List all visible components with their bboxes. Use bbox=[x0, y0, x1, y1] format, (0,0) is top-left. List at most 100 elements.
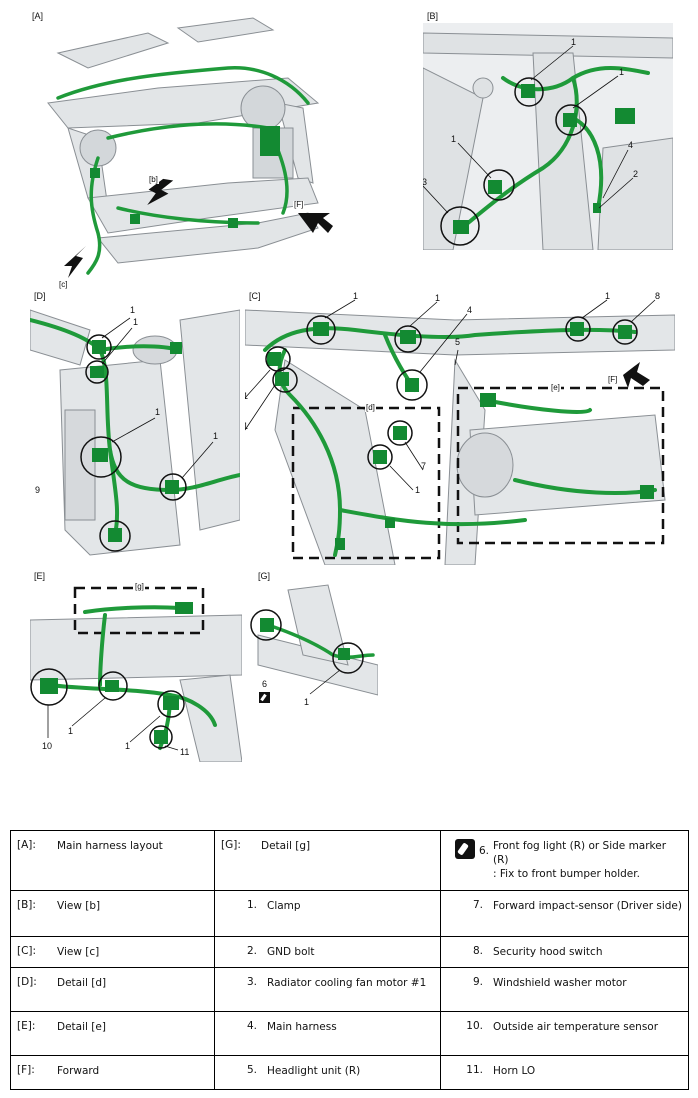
legend-text: Forward bbox=[57, 1064, 100, 1077]
legend-table: [A]: Main harness layout [G]: Detail [g] 6… bbox=[10, 829, 689, 1091]
legend-cell: 1. Clamp bbox=[214, 890, 441, 938]
panel-b-callout-3: 3 bbox=[423, 177, 428, 187]
legend-code: 2. bbox=[246, 945, 257, 958]
panel-c-view-c: [C] [d] [e] [F] 1 1 4 5 1 8 1 1 7 1 bbox=[245, 290, 675, 565]
legend-cell: 8. Security hood switch bbox=[440, 936, 689, 968]
legend-text: Forward impact-sensor (Driver side) bbox=[493, 900, 682, 913]
legend-note: : Fix to front bumper holder. bbox=[493, 868, 640, 880]
panel-b-callout-1b: 1 bbox=[619, 67, 625, 77]
legend-text: Windshield washer motor bbox=[493, 976, 627, 989]
legend-text: Detail [e] bbox=[57, 1020, 106, 1033]
legend-cell: [C]: View [c] bbox=[10, 936, 215, 968]
panel-b-drawing bbox=[423, 23, 673, 250]
panel-b-view-b: [B] 1 1 1 3 4 2 bbox=[423, 8, 673, 250]
panel-c-callout-1d: 1 bbox=[245, 391, 249, 401]
legend-cell: 10. Outside air temperature sensor bbox=[440, 1010, 689, 1056]
fog-light-fix-icon bbox=[259, 692, 270, 703]
panel-d-callout-9: 9 bbox=[35, 485, 41, 495]
panel-e-callout-1a: 1 bbox=[68, 726, 74, 736]
panel-c-sub-d: [d] bbox=[365, 403, 376, 412]
legend-cell: 9. Windshield washer motor bbox=[440, 966, 689, 1012]
panel-e-detail-e: [E] [g] 10 1 1 11 bbox=[30, 570, 242, 762]
legend-cell: [E]: Detail [e] bbox=[10, 1010, 215, 1056]
panel-b-callout-1c: 1 bbox=[451, 134, 457, 144]
legend-text: Radiator cooling fan motor #1 bbox=[267, 976, 427, 989]
panel-c-callout-7: 7 bbox=[421, 461, 427, 471]
panel-a-sub-c: [c] bbox=[58, 280, 69, 289]
legend-code: [C]: bbox=[17, 945, 37, 958]
legend-text: Clamp bbox=[267, 900, 301, 913]
legend-code: 3. bbox=[246, 975, 257, 988]
panel-c-callout-8: 8 bbox=[655, 291, 661, 301]
panel-c-callout-1c: 1 bbox=[605, 291, 611, 301]
legend-code: [A]: bbox=[17, 839, 36, 851]
panel-a-main-harness-layout: [A] [b] [F] [c] bbox=[28, 8, 346, 290]
legend-cell: 11.Horn LO bbox=[440, 1054, 689, 1091]
legend-text: Main harness bbox=[267, 1020, 337, 1033]
legend-row: [A]: Main harness layout [G]: Detail [g] 6… bbox=[10, 829, 689, 892]
panel-a-label: [A] bbox=[32, 11, 44, 21]
panel-g-label: [G] bbox=[258, 571, 271, 581]
panel-a-sub-f: [F] bbox=[293, 200, 305, 209]
panel-d-callout-1c: 1 bbox=[155, 407, 161, 417]
panel-g-callout-6: 6 bbox=[262, 679, 268, 689]
legend-code: 10. bbox=[466, 1019, 483, 1032]
legend-cell: [G]: Detail [g] bbox=[214, 829, 441, 892]
fog-light-fix-icon bbox=[454, 839, 475, 859]
legend-text: Headlight unit (R) bbox=[267, 1064, 361, 1077]
panel-g-detail-g: [G] 6 1 bbox=[248, 570, 378, 710]
legend-text: Detail [g] bbox=[261, 840, 311, 852]
panel-d-drawing bbox=[30, 309, 240, 556]
legend-row: [C]: View [c] 2. GND bolt 8. Security hood … bbox=[10, 936, 689, 968]
legend-text: Detail [d] bbox=[57, 976, 107, 989]
panel-a-drawing bbox=[47, 17, 333, 278]
panel-c-drawing bbox=[245, 299, 675, 565]
legend-text: Main harness layout bbox=[57, 840, 163, 852]
legend-cell: [D]: Detail [d] bbox=[10, 966, 215, 1012]
legend-text: Outside air temperature sensor bbox=[493, 1020, 659, 1033]
panel-d-callout-1d: 1 bbox=[213, 431, 219, 441]
panel-e-sub-g: [g] bbox=[134, 582, 145, 591]
panel-b-callout-2: 2 bbox=[633, 169, 639, 179]
panel-g-callout-1: 1 bbox=[304, 697, 310, 707]
panel-d-callout-1a: 1 bbox=[130, 305, 136, 315]
legend-code: 5. bbox=[246, 1063, 257, 1076]
panel-e-callout-10: 10 bbox=[42, 741, 53, 751]
panel-c-callout-1f: 1 bbox=[415, 485, 421, 495]
legend-code: 6. bbox=[478, 845, 489, 857]
legend-cell: [B]:View [b] bbox=[10, 890, 215, 938]
panel-c-callout-4: 4 bbox=[467, 305, 473, 315]
legend-row: [E]: Detail [e] 4. Main harness 10. Outside… bbox=[10, 1010, 689, 1056]
legend-text: View [c] bbox=[57, 946, 100, 959]
legend-code: 11. bbox=[466, 1063, 483, 1076]
panel-g-drawing bbox=[250, 584, 378, 696]
panel-e-callout-11: 11 bbox=[180, 747, 190, 757]
legend-text: Security hood switch bbox=[493, 946, 603, 959]
legend-cell: [A]: Main harness layout bbox=[10, 829, 215, 892]
legend-code: 1. bbox=[246, 899, 257, 912]
legend-code: 8. bbox=[472, 945, 483, 958]
legend-code: 9. bbox=[472, 975, 483, 988]
legend-code: [D]: bbox=[17, 975, 37, 988]
legend-row: [D]: Detail [d] 3. Radiator cooling fan mo… bbox=[10, 966, 689, 1012]
panel-d-callout-1b: 1 bbox=[133, 317, 139, 327]
panel-b-callout-1a: 1 bbox=[571, 37, 577, 47]
legend-text: Front fog light (R) or Side marker (R) bbox=[493, 840, 667, 866]
legend-cell: 7.Forward impact-sensor (Driver side) bbox=[440, 890, 689, 938]
legend-code: 4. bbox=[246, 1019, 257, 1032]
legend-code: [F]: bbox=[17, 1063, 35, 1076]
legend-row: [F]: Forward 5. Headlight unit (R) 11.Horn… bbox=[10, 1054, 689, 1091]
panel-b-callout-4: 4 bbox=[628, 140, 634, 150]
legend-cell: 5. Headlight unit (R) bbox=[214, 1054, 441, 1091]
panel-c-label: [C] bbox=[249, 291, 261, 301]
legend-cell: 3. Radiator cooling fan motor #1 bbox=[214, 966, 441, 1012]
legend-cell: 6. Front fog light (R) or Side marker (R… bbox=[440, 829, 689, 892]
legend-code: [G]: bbox=[221, 839, 241, 851]
legend-row: [B]:View [b] 1. Clamp 7.Forward impact-se… bbox=[10, 890, 689, 938]
legend-text: GND bolt bbox=[267, 946, 315, 959]
panel-c-sub-e: [e] bbox=[550, 383, 561, 392]
legend-cell: 2. GND bolt bbox=[214, 936, 441, 968]
panel-e-label: [E] bbox=[34, 571, 46, 581]
legend-code: [E]: bbox=[17, 1019, 36, 1032]
panel-c-callout-5: 5 bbox=[455, 337, 461, 347]
